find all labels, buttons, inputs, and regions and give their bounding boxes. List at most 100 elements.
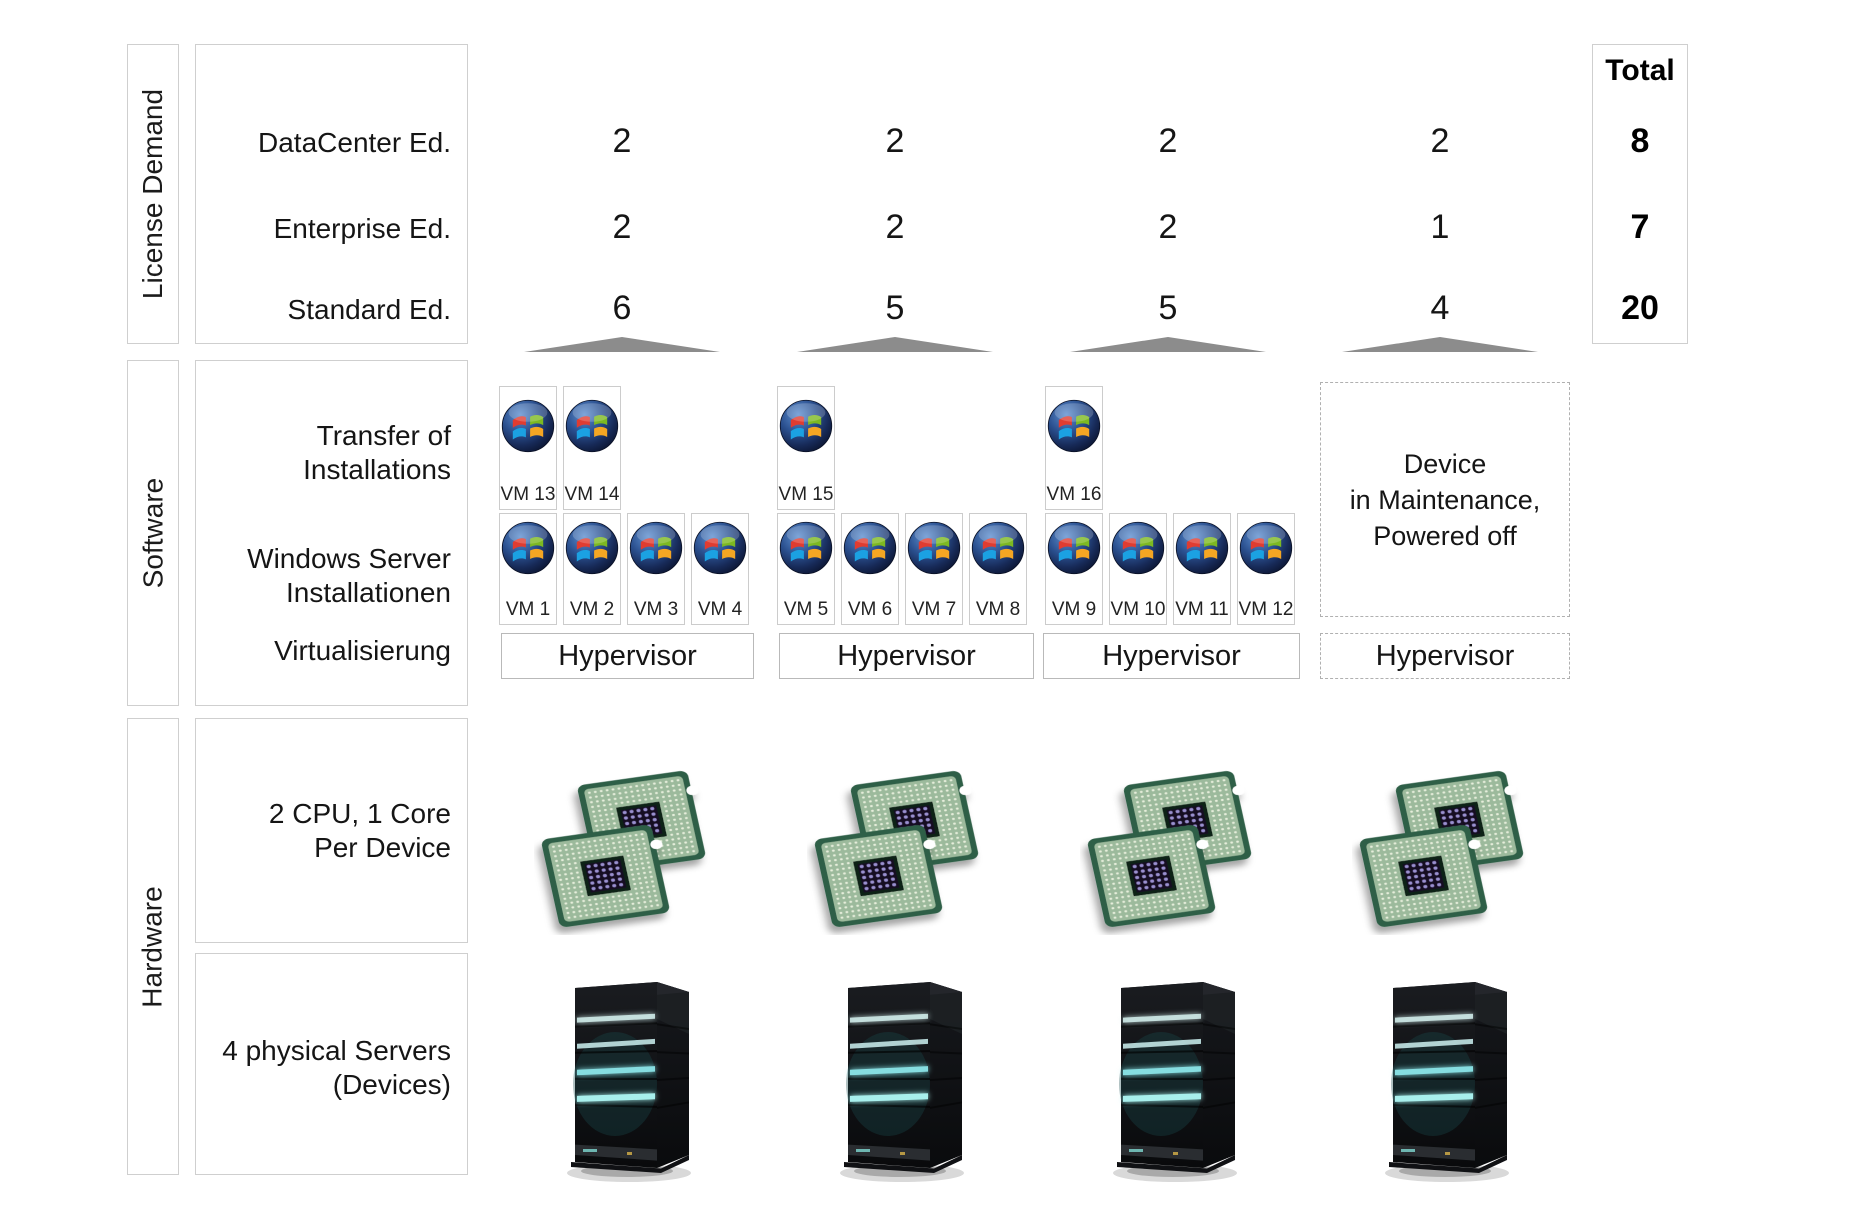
- vm-box: VM 2: [563, 513, 621, 625]
- device-maintenance-box: Device in Maintenance, Powered off: [1320, 382, 1570, 617]
- cpu-chips-icon: [813, 769, 987, 928]
- total-box: [1592, 44, 1688, 344]
- vm-box: VM 11: [1173, 513, 1231, 625]
- windows-logo-icon: [501, 521, 555, 575]
- license-count: 5: [885, 289, 905, 327]
- vm-box: VM 10: [1109, 513, 1167, 625]
- row-label-servers: 4 physical Servers (Devices): [222, 1035, 451, 1100]
- vm-label: VM 15: [778, 484, 834, 505]
- windows-logo-icon: [1047, 399, 1101, 453]
- vm-box: VM 6: [841, 513, 899, 625]
- hypervisor-box: Hypervisor: [501, 633, 754, 679]
- license-count: 2: [612, 208, 632, 246]
- vm-label: VM 5: [783, 599, 829, 620]
- device-maintenance-note: Device in Maintenance, Powered off: [1349, 448, 1541, 551]
- windows-logo-icon: [843, 521, 897, 575]
- vm-box: VM 4: [691, 513, 749, 625]
- windows-logo-icon: [971, 521, 1025, 575]
- vm-label: VM 11: [1175, 599, 1229, 620]
- vm-label: VM 16: [1046, 484, 1102, 505]
- license-labels-box: [195, 44, 468, 344]
- vm-label: VM 1: [505, 599, 551, 620]
- total-enterprise: 7: [1630, 208, 1650, 246]
- server-tower-icon: [557, 972, 707, 1187]
- group-brace-icon: [1070, 337, 1266, 352]
- section-box-license-demand: License Demand: [127, 44, 179, 344]
- group-brace-icon: [797, 337, 993, 352]
- cpu-chips-icon: [540, 769, 714, 928]
- windows-logo-icon: [1239, 521, 1293, 575]
- total-header: Total: [1605, 54, 1675, 87]
- license-count: 2: [612, 122, 632, 160]
- license-count: 1: [1430, 208, 1450, 246]
- software-labels-box: [195, 360, 468, 706]
- windows-logo-icon: [1175, 521, 1229, 575]
- windows-logo-icon: [1047, 521, 1101, 575]
- section-label-license-demand: License Demand: [137, 88, 168, 300]
- section-box-software: Software: [127, 360, 179, 706]
- windows-logo-icon: [693, 521, 747, 575]
- total-datacenter: 8: [1630, 122, 1650, 160]
- section-box-hardware: Hardware: [127, 718, 179, 1175]
- vm-label: VM 14: [564, 484, 620, 505]
- vm-box: VM 8: [969, 513, 1027, 625]
- row-label-standard: Standard Ed.: [287, 294, 451, 325]
- vm-box: VM 1: [499, 513, 557, 625]
- section-label-hardware: Hardware: [137, 885, 169, 1008]
- total-standard: 20: [1621, 289, 1659, 327]
- vm-box: VM 7: [905, 513, 963, 625]
- vm-label: VM 6: [847, 599, 893, 620]
- vm-label: VM 7: [911, 599, 957, 620]
- group-brace-icon: [524, 337, 720, 352]
- vm-label: VM 8: [975, 599, 1021, 620]
- license-count: 2: [885, 208, 905, 246]
- license-count: 4: [1430, 289, 1450, 327]
- hypervisor-box: Hypervisor: [779, 633, 1034, 679]
- vm-box: VM 9: [1045, 513, 1103, 625]
- windows-logo-icon: [565, 521, 619, 575]
- servers-label-box: [195, 953, 468, 1175]
- cpu-chips-icon: [1358, 769, 1532, 928]
- section-label-software: Software: [137, 477, 168, 589]
- cpu-chips-icon: [1086, 769, 1260, 928]
- cpu-label-box: [195, 718, 468, 943]
- license-count: 5: [1158, 289, 1178, 327]
- vm-box: VM 5: [777, 513, 835, 625]
- license-count: 2: [1430, 122, 1450, 160]
- row-label-virtualization: Virtualisierung: [274, 635, 451, 666]
- row-label-cpu: 2 CPU, 1 Core Per Device: [268, 798, 451, 863]
- server-tower-icon: [1103, 972, 1253, 1187]
- group-brace-icon: [1342, 337, 1538, 352]
- vm-label: VM 10: [1110, 599, 1166, 620]
- license-count: 2: [1158, 122, 1178, 160]
- vm-label: VM 12: [1238, 599, 1294, 620]
- row-label-datacenter: DataCenter Ed.: [258, 127, 451, 158]
- windows-logo-icon: [501, 399, 555, 453]
- vm-label: VM 3: [633, 599, 679, 620]
- vm-box: VM 14: [563, 386, 621, 510]
- vm-label: VM 4: [697, 599, 743, 620]
- license-count: 2: [885, 122, 905, 160]
- vm-box: VM 12: [1237, 513, 1295, 625]
- vm-box: VM 15: [777, 386, 835, 510]
- vm-box: VM 16: [1045, 386, 1103, 510]
- row-label-transfer: Transfer of Installations: [303, 420, 451, 485]
- vm-label: VM 9: [1051, 599, 1097, 620]
- windows-logo-icon: [779, 399, 833, 453]
- license-count: 6: [612, 289, 632, 327]
- hypervisor-box: Hypervisor: [1043, 633, 1300, 679]
- vm-label: VM 13: [500, 484, 556, 505]
- server-tower-icon: [830, 972, 980, 1187]
- windows-logo-icon: [1111, 521, 1165, 575]
- windows-logo-icon: [779, 521, 833, 575]
- vm-box: VM 3: [627, 513, 685, 625]
- vm-box: VM 13: [499, 386, 557, 510]
- hypervisor-box-dashed: Hypervisor: [1320, 633, 1570, 679]
- row-label-installations: Windows Server Installationen: [247, 543, 451, 608]
- vm-label: VM 2: [569, 599, 615, 620]
- windows-logo-icon: [907, 521, 961, 575]
- windows-logo-icon: [565, 399, 619, 453]
- server-tower-icon: [1375, 972, 1525, 1187]
- row-label-enterprise: Enterprise Ed.: [273, 213, 451, 244]
